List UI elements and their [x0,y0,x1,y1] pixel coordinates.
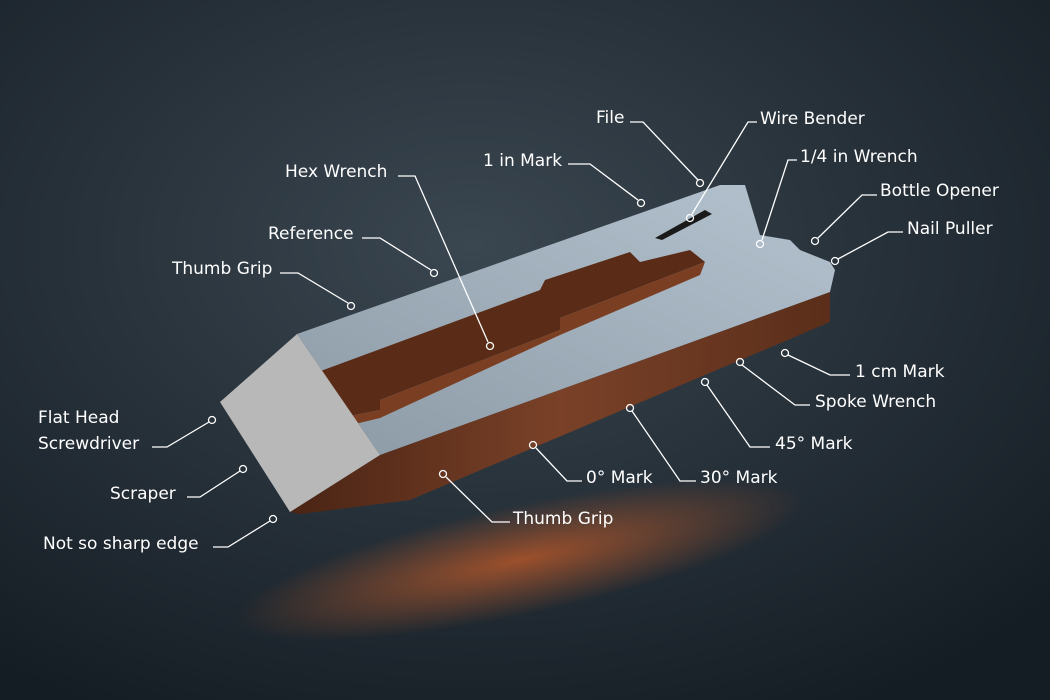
label-file: File [596,108,624,128]
label-30-deg-mark: 30° Mark [700,468,778,488]
label-hex-wrench: Hex Wrench [285,162,387,182]
label-1-cm-mark: 1 cm Mark [855,362,945,382]
label-bottle-opener: Bottle Opener [880,181,999,201]
label-0-deg-mark: 0° Mark [586,468,653,488]
label-wire-bender: Wire Bender [760,109,865,129]
label-quarter-in-wrench: 1/4 in Wrench [800,147,918,167]
label-thumb-grip-bottom: Thumb Grip [512,509,613,529]
label-not-so-sharp-edge: Not so sharp edge [43,534,199,554]
callout-labels: File Wire Bender 1 in Mark 1/4 in Wrench… [38,108,999,554]
screwdriver-bevel [220,334,380,512]
label-45-deg-mark: 45° Mark [775,434,853,454]
label-flat-head-line1: Flat Head [38,408,119,428]
label-flat-head-line2: Screwdriver [38,434,139,454]
label-reference: Reference [268,224,354,244]
multitool [220,185,835,514]
label-thumb-grip-top: Thumb Grip [171,259,272,279]
wire-bender-slot [655,210,712,240]
label-nail-puller: Nail Puller [907,219,993,239]
tool-side-face [290,292,830,514]
reflection [236,479,804,641]
label-spoke-wrench: Spoke Wrench [815,392,936,412]
slot-inner-shadow [318,262,705,430]
label-scraper: Scraper [110,484,176,504]
slot-cutout [318,250,705,420]
leader-lines [152,121,903,548]
label-1-in-mark: 1 in Mark [483,151,562,171]
